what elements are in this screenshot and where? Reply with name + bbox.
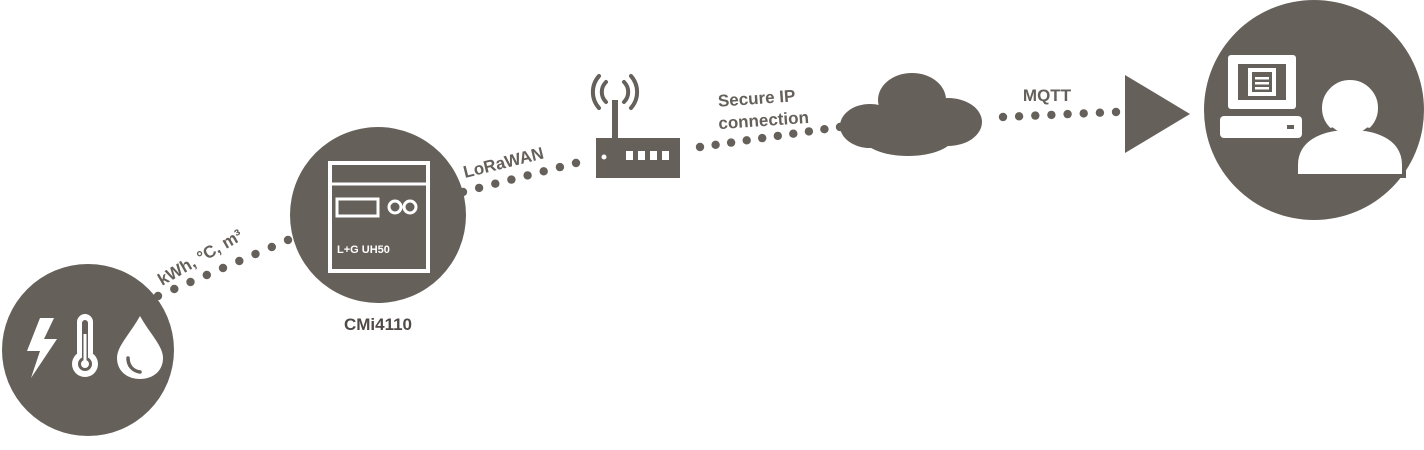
link-dot [202,270,211,280]
label-secure-ip-line2: connection [718,108,810,133]
router-icon [590,74,680,178]
link-dot [1014,112,1024,121]
sensor-node [2,264,174,436]
link-dot [773,131,782,141]
link-dot [1063,109,1072,119]
link-dot [491,179,500,188]
link-dot [507,175,516,184]
link-dot [695,142,705,152]
meter-node: L+G UH50 [290,127,466,303]
link-dot [1031,111,1040,120]
lightning-icon [27,318,57,378]
link-dot [758,133,767,143]
user-node [1204,0,1424,220]
link-dot [170,284,179,294]
link-dot [186,277,195,287]
link-dot [235,256,244,266]
meter-display [335,197,380,218]
link-dot [726,138,736,147]
water-drop-icon [117,316,163,379]
link-dot [523,171,532,180]
label-secure-ip-line1: Secure IP [717,86,796,110]
play-arrow-icon [1125,75,1190,153]
link-dot [267,242,276,252]
meter-knob-1 [387,199,403,215]
meter-screen-text: L+G UH50 [337,244,390,256]
link-dot [820,125,829,134]
link-dot [1111,107,1121,117]
meter-body [328,161,430,273]
meter-caption: CMi4110 [344,315,412,334]
link-dot [218,263,228,273]
link-meter-gateway [458,158,581,197]
router-antenna [612,100,618,140]
link-dot [539,167,548,176]
label-sensor-meter: kWh, °C, m³ [155,226,247,290]
link-dot [474,183,484,193]
link-dot [571,158,581,168]
link-dot [998,112,1008,122]
user-circle [1204,0,1424,220]
link-dot [711,140,720,149]
link-dot [555,162,565,172]
dotted-links [153,107,1121,301]
link-dot [251,249,260,259]
link-dot [1079,109,1088,118]
link-sensor-meter [153,235,293,301]
computer-icon [1220,55,1302,138]
label-mqtt: MQTT [1023,86,1072,105]
link-dot [1047,110,1056,120]
cloud-icon [840,73,982,156]
link-dot [804,127,814,136]
link-dot [789,129,798,138]
link-cloud-arrow [998,107,1121,122]
thermometer-icon [72,314,98,377]
link-dot [742,136,751,145]
link-dot [1095,108,1105,117]
meter-knob-2 [402,199,418,215]
link-dot [283,235,293,245]
user-icon [1294,76,1406,178]
label-lorawan: LoRaWAN [461,144,545,182]
